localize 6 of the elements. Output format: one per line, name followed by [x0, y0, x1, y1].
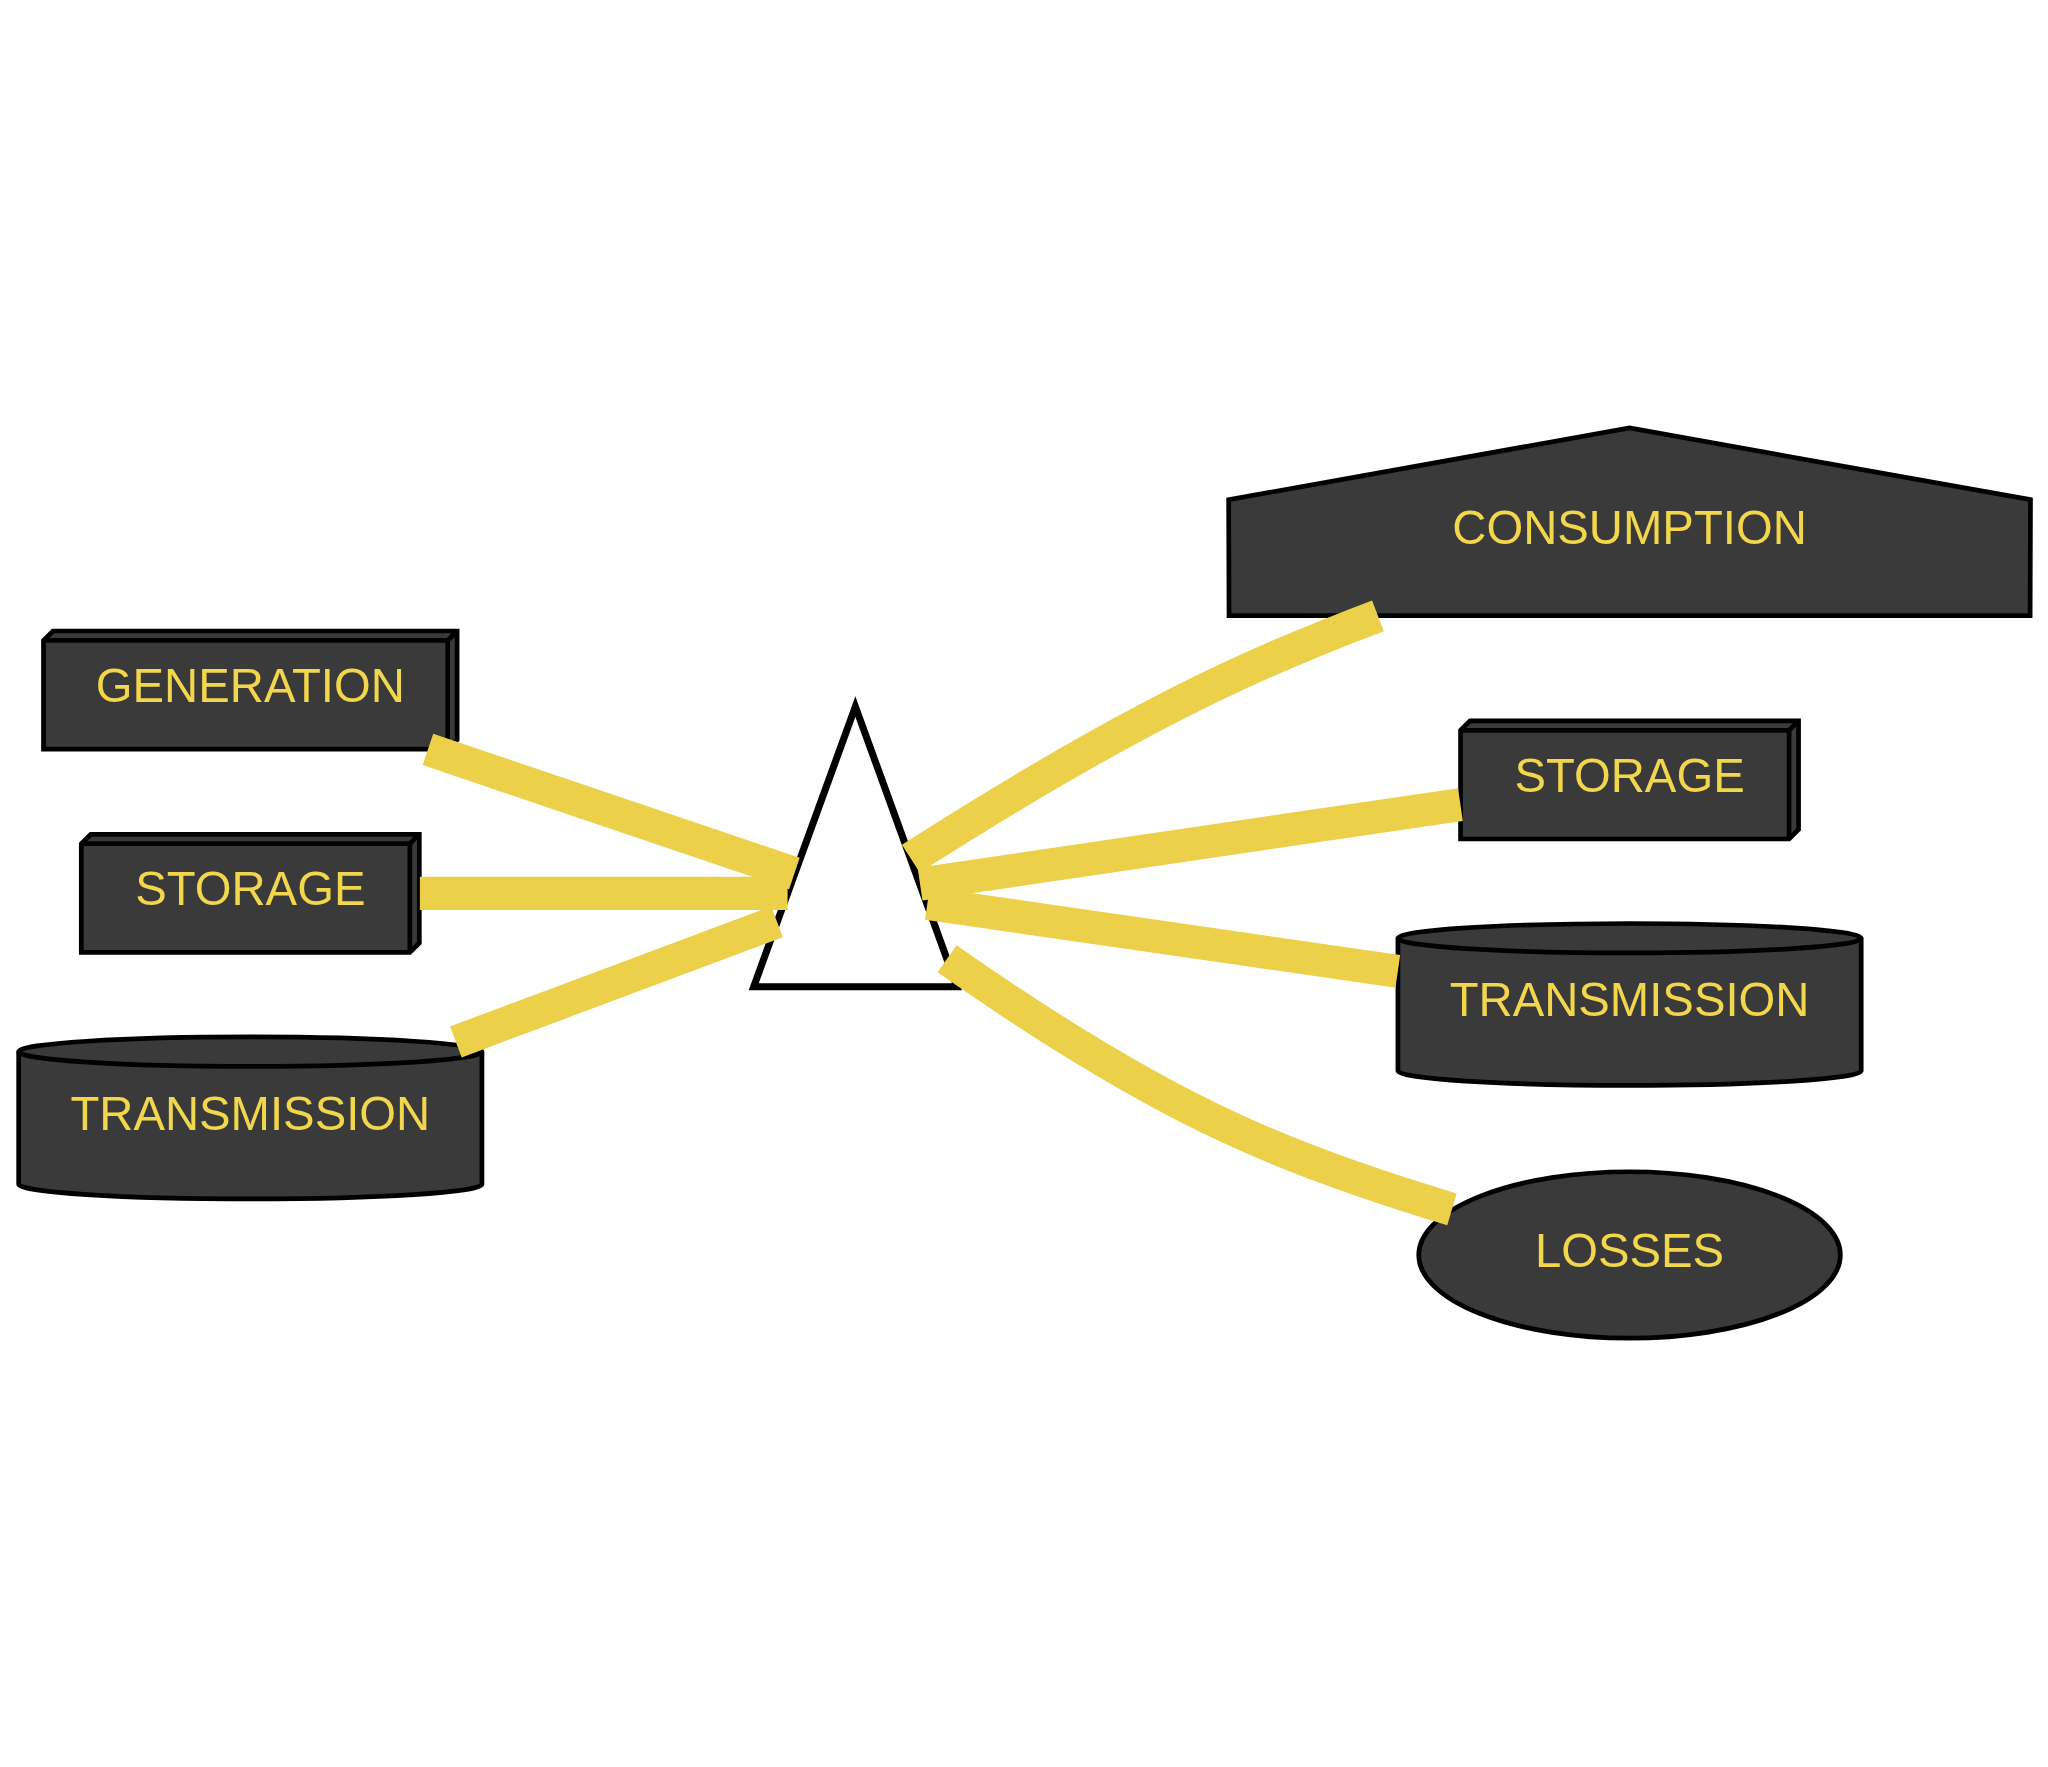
connector — [917, 788, 1463, 901]
connector — [422, 733, 800, 890]
node-picture — [748, 696, 962, 991]
node-ellipse: LOSSES — [1415, 1169, 1843, 1341]
connector — [419, 876, 788, 910]
connector — [937, 945, 1457, 1226]
